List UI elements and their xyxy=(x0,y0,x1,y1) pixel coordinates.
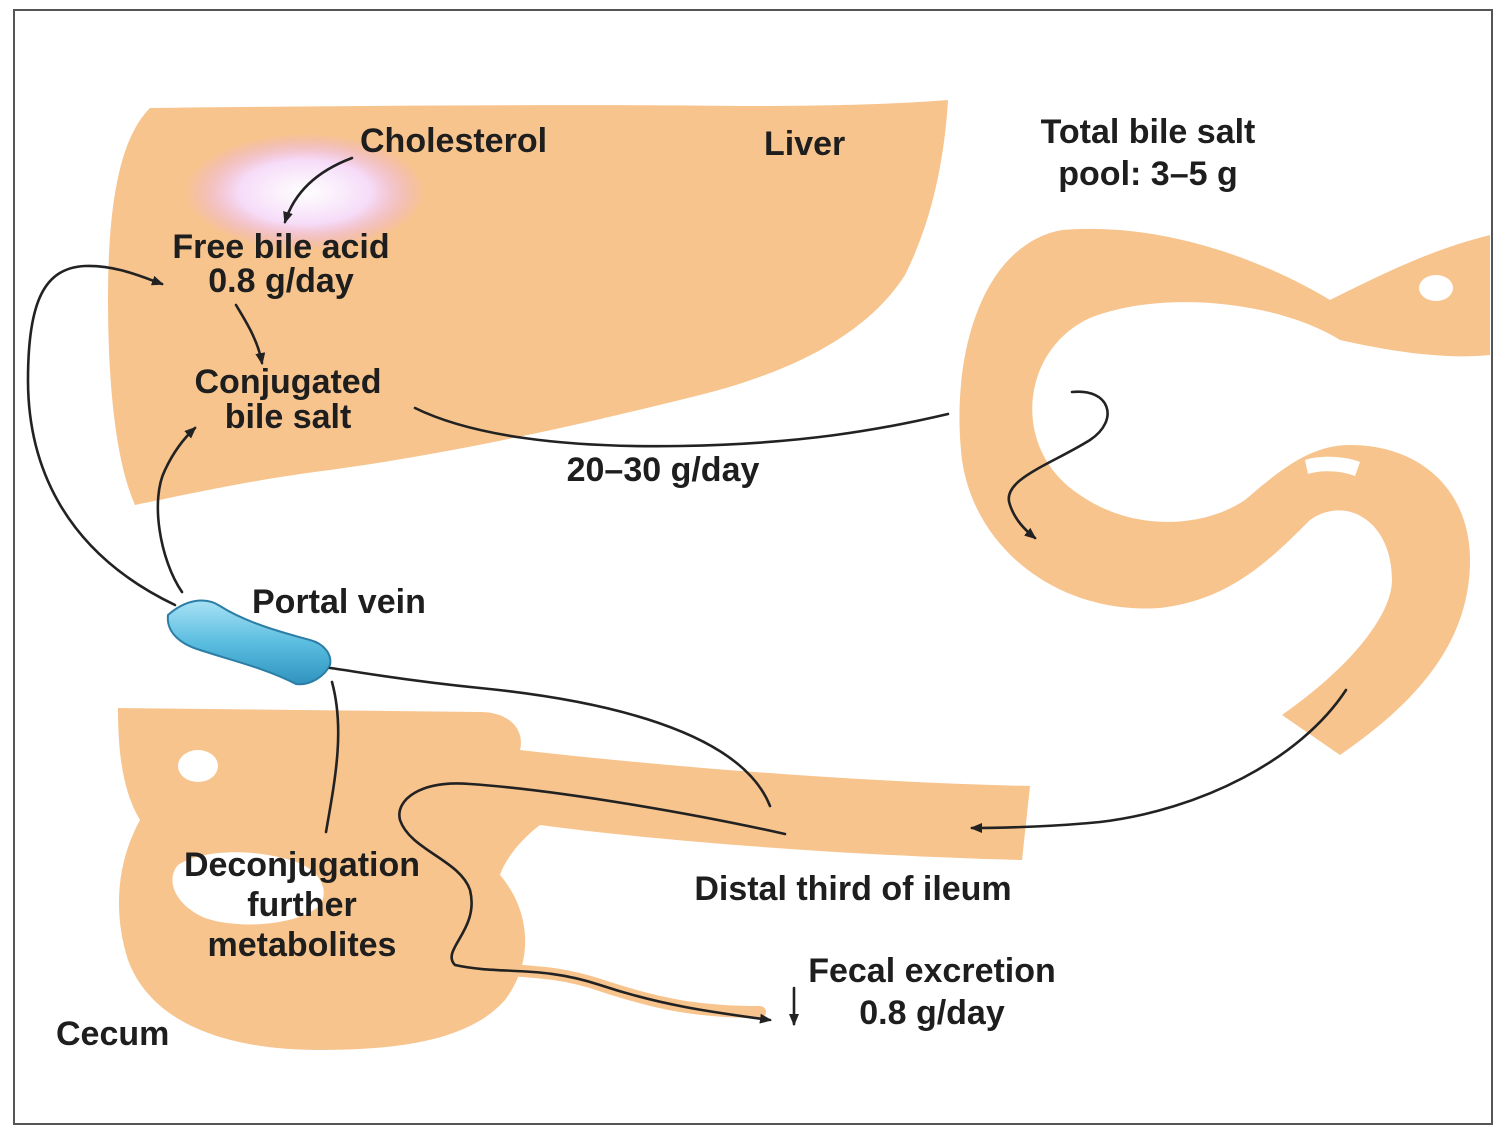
duodenum-lumen-hole xyxy=(1419,275,1453,301)
label-conjugated-line2: bile salt xyxy=(225,398,352,436)
label-pool-line1: Total bile salt xyxy=(1041,113,1256,151)
label-distal-ileum: Distal third of ileum xyxy=(694,870,1011,908)
label-conjugated-line1: Conjugated xyxy=(195,363,382,401)
label-free-bile-acid-rate: 0.8 g/day xyxy=(208,262,354,300)
duodenum-shape xyxy=(959,229,1490,755)
label-fecal-excretion-line1: Fecal excretion xyxy=(808,952,1056,990)
label-deconjugation-line2: further xyxy=(247,886,357,924)
label-pool-line2: pool: 3–5 g xyxy=(1058,155,1237,193)
label-deconjugation-line1: Deconjugation xyxy=(184,846,420,884)
label-cholesterol: Cholesterol xyxy=(360,122,547,160)
label-fecal-excretion-line2: 0.8 g/day xyxy=(859,994,1005,1032)
label-cecum: Cecum xyxy=(56,1015,169,1053)
label-free-bile-acid: Free bile acid xyxy=(172,228,389,266)
label-deconjugation-line3: metabolites xyxy=(208,926,397,964)
label-portal-vein: Portal vein xyxy=(252,583,426,621)
label-liver: Liver xyxy=(764,125,845,163)
cecum-lumen-small xyxy=(178,750,218,782)
label-secretion-rate: 20–30 g/day xyxy=(567,451,760,489)
